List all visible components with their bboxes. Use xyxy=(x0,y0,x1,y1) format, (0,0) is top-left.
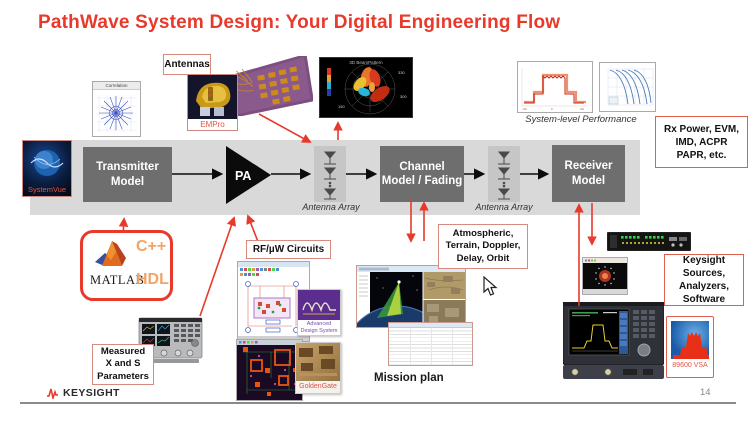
ads-logo-tile: Advanced Design System xyxy=(297,289,341,336)
vsa-icon-tile: 89600 VSA xyxy=(666,316,714,378)
antenna-array-right xyxy=(488,146,520,202)
antenna-array-left xyxy=(314,146,346,202)
empro-image: EMPro xyxy=(187,74,238,131)
svg-text:300: 300 xyxy=(400,94,407,99)
goldengate-chip-image xyxy=(299,346,337,376)
receiver-model-block: Receiver Model xyxy=(552,145,625,202)
cpp-label: C++ xyxy=(136,238,167,255)
antenna-pcb-image xyxy=(225,56,313,116)
empro-3d-model xyxy=(196,82,231,116)
signal-analyzer-image xyxy=(563,302,664,379)
antenna-array-caption-left: Antenna Array xyxy=(302,202,360,212)
mouse-cursor xyxy=(483,276,498,296)
systemvue-label: SystemVue xyxy=(27,185,67,194)
rx-power-callout: Rx Power, EVM, IMD, ACPR PAPR, etc. xyxy=(655,116,748,168)
globe-icon xyxy=(30,150,64,176)
svg-text:150: 150 xyxy=(338,104,345,109)
rack-source-image xyxy=(607,232,691,251)
ber-curves-plot xyxy=(599,62,656,112)
ads-inductor-icon xyxy=(298,290,340,320)
page-title: PathWave System Design: Your Digital Eng… xyxy=(38,12,561,33)
spectrum-performance-plot: -3G 0 3G xyxy=(517,61,593,113)
channel-model-block: Channel Model / Fading xyxy=(380,146,464,202)
correlation-radial-plot xyxy=(97,95,137,132)
vsa-label: 89600 VSA xyxy=(672,362,708,369)
ic-layout-window xyxy=(236,339,303,401)
vsa-spectrum-icon xyxy=(671,321,709,359)
correlation-plot-window: Correlation xyxy=(92,81,141,137)
hdl-label: HDL xyxy=(136,271,169,288)
antenna-array-caption-right: Antenna Array xyxy=(475,202,533,212)
pa-amplifier-triangle: PA xyxy=(226,146,271,204)
matlab-wordmark: MATLAB xyxy=(90,273,145,287)
correlation-title: Correlation xyxy=(93,82,140,90)
system-level-performance-caption: System-level Performance xyxy=(525,114,637,125)
antennas-callout: Antennas xyxy=(163,54,211,75)
svg-text:0: 0 xyxy=(551,107,553,111)
transmitter-model-block: Transmitter Model xyxy=(83,147,172,202)
matlab-box: MATLAB C++ HDL xyxy=(80,230,173,301)
ads-logo-label: Advanced Design System xyxy=(300,321,338,334)
constellation-window xyxy=(582,257,628,295)
mission-data-table xyxy=(388,322,473,366)
keysight-spark-icon xyxy=(47,388,58,399)
keysight-logo: KEYSIGHT xyxy=(46,386,120,400)
keysight-sources-callout: Keysight Sources, Analyzers, Software xyxy=(664,254,744,306)
rf-circuits-callout: RF/µW Circuits xyxy=(246,240,331,259)
mission-sim-window xyxy=(356,265,466,328)
mission-plan-caption: Mission plan xyxy=(374,372,444,384)
goldengate-label: GoldenGate xyxy=(296,381,340,393)
measured-parameters-callout: Measured X and S Parameters xyxy=(92,344,154,385)
antenna-array-icon xyxy=(497,151,511,200)
network-analyzer-image xyxy=(138,317,203,363)
goldengate-tile: GoldenGate xyxy=(295,342,341,394)
beam-pattern-image: 3D BeamPattern 330 300 150 xyxy=(319,57,413,118)
keysight-brand-text: KEYSIGHT xyxy=(63,387,120,399)
beam-pattern-title: 3D BeamPattern xyxy=(349,60,383,65)
svg-text:3G: 3G xyxy=(580,107,585,111)
page-number: 14 xyxy=(700,387,711,398)
matlab-logo-icon xyxy=(95,241,126,266)
systemvue-icon: SystemVue xyxy=(22,140,72,197)
atmospheric-callout: Atmospheric, Terrain, Doppler, Delay, Or… xyxy=(438,224,528,269)
antenna-array-icon xyxy=(323,151,337,200)
pa-label: PA xyxy=(235,169,251,183)
footer-divider xyxy=(20,402,736,404)
svg-text:-3G: -3G xyxy=(522,107,528,111)
svg-text:330: 330 xyxy=(398,70,405,75)
empro-label: EMPro xyxy=(200,120,225,129)
